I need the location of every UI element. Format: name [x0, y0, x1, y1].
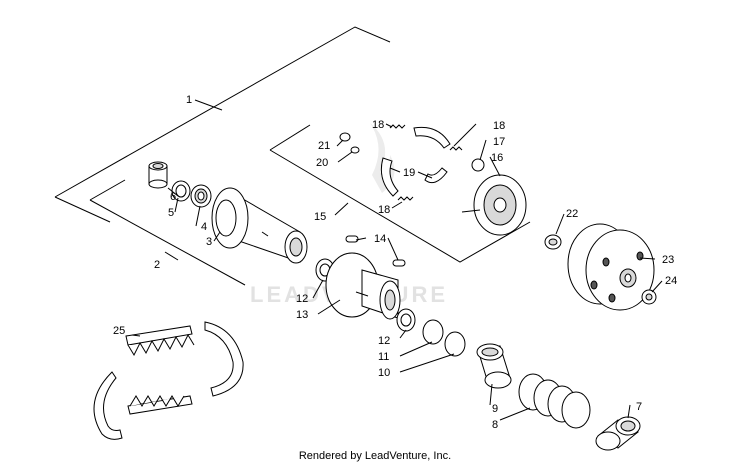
callout-10: 10: [378, 367, 390, 379]
callout-6: 6: [170, 191, 176, 203]
callout-20: 20: [316, 157, 328, 169]
callout-18-bottom: 18: [378, 204, 390, 216]
part-3-primary-sheave: [211, 187, 308, 264]
part-12-washer-right: [396, 308, 416, 332]
part-13-movable-sheave: [325, 252, 401, 320]
part-21-snap-ring: [339, 132, 351, 142]
part-25-belt: [93, 321, 244, 440]
callout-2: 2: [154, 259, 160, 271]
callout-15: 15: [314, 211, 326, 223]
part-24-nut: [641, 289, 657, 305]
callout-4: 4: [201, 221, 207, 233]
callout-9: 9: [492, 403, 498, 415]
part-19-clutch-shoes: [380, 126, 451, 197]
assembly-bracket-1: [54, 26, 391, 223]
part-14-pins: [345, 235, 406, 267]
callout-11: 11: [378, 351, 389, 363]
leader-lines: [131, 123, 663, 421]
callout-12-lower: 12: [378, 335, 390, 347]
part-4-bearing: [190, 184, 212, 208]
part-9-bushing: [476, 343, 512, 389]
part-6-bearing: [148, 161, 168, 189]
part-11-ring: [422, 319, 444, 345]
part-22-nut: [544, 234, 562, 250]
assembly-bracket-2: [89, 179, 246, 286]
callout-7: 7: [636, 401, 642, 413]
part-7-collar: [595, 416, 641, 451]
callout-21: 21: [318, 140, 330, 152]
render-credit: Rendered by LeadVenture, Inc.: [298, 450, 452, 462]
callout-13: 13: [296, 309, 308, 321]
part-18-springs: [389, 124, 463, 201]
callout-18-right: 18: [493, 120, 505, 132]
part-5-snap-ring: [171, 180, 191, 202]
callout-3: 3: [206, 236, 212, 248]
callout-22: 22: [566, 208, 578, 220]
part-8-spring: [518, 373, 591, 429]
callout-25: 25: [113, 325, 125, 337]
part-23-clutch-drum: [567, 223, 655, 311]
callout-1: 1: [186, 94, 192, 106]
callout-12-upper: 12: [296, 293, 308, 305]
callout-19: 19: [403, 167, 415, 179]
callout-17: 17: [493, 136, 505, 148]
callout-18-top: 18: [372, 119, 384, 131]
callout-24: 24: [665, 275, 677, 287]
callout-5: 5: [168, 207, 174, 219]
callout-14: 14: [374, 233, 386, 245]
part-17-bushing: [471, 158, 485, 172]
callout-labels: 1 2 3 4 5 6 7 8 9 10 11 12 12 13 14 15 1…: [113, 94, 677, 431]
callout-16: 16: [491, 152, 503, 164]
callout-23: 23: [662, 254, 674, 266]
part-16-drive-plate: [461, 174, 527, 236]
assembly-bracket-15: [269, 124, 531, 263]
part-20-washer: [350, 146, 360, 154]
part-10-ring: [444, 331, 466, 357]
callout-8: 8: [492, 419, 498, 431]
